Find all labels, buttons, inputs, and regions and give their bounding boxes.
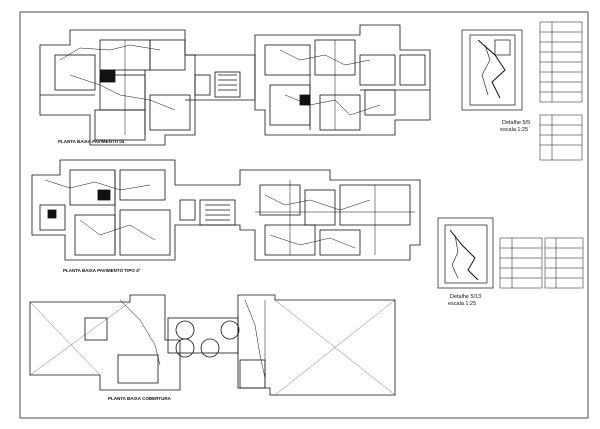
ground-floor-plan [39, 24, 431, 146]
ground-floor-label: PLANTA BAIXA PAVIMENTO 04 [58, 139, 125, 144]
water-tank-1 [175, 320, 195, 340]
roof-plan [29, 294, 396, 396]
water-tank-2 [220, 320, 240, 340]
typical-floor-label: PLANTA BAIXA PAVIMENTO TIPO 4º [63, 268, 141, 273]
roof-plan-label: PLANTA BAIXA COBERTURA [108, 396, 172, 401]
typical-floor-plan [31, 159, 421, 261]
detail-2-title: Detalhe 5/13 [450, 294, 481, 300]
detail-2-scale: escala 1:25 [448, 301, 476, 307]
detail-1-scale: escala 1:25 [500, 127, 528, 133]
legend-table-1 [539, 21, 583, 161]
water-tank-4 [175, 338, 195, 358]
water-tank-3 [200, 338, 220, 358]
detail-1-title: Detalhe 5/5 [502, 120, 530, 126]
detail-1-drawing [461, 29, 523, 111]
sheet-border [19, 11, 589, 419]
detail-2-drawing [437, 217, 494, 289]
legend-table-2 [499, 237, 584, 289]
